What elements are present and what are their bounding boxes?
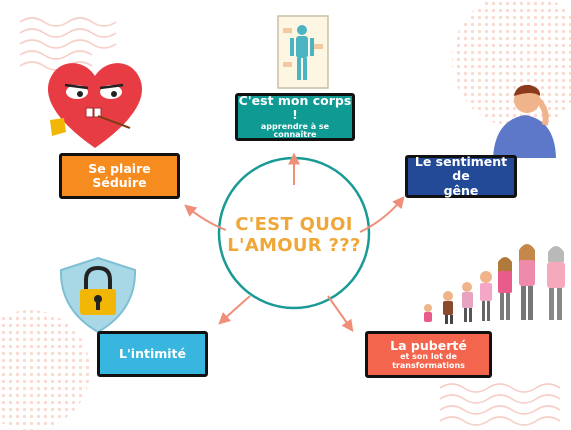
arrow-to-gene <box>359 196 405 233</box>
node-seduire-line2: Séduire <box>92 175 147 190</box>
node-seduire-line1: Se plaire <box>88 160 151 176</box>
center-title: C'EST QUOI L'AMOUR ??? <box>216 214 372 256</box>
dots-top-right <box>452 0 571 128</box>
node-puberte-sub2: transformations <box>392 360 465 370</box>
embarrassed-person-icon <box>493 84 556 158</box>
shield-lock-icon <box>59 256 137 334</box>
node-gene-line2: gêne <box>443 182 479 198</box>
node-puberte-sub1: et son lot de <box>400 351 457 361</box>
growth-people-icon <box>424 244 565 324</box>
node-puberte-title: La puberté <box>390 337 467 353</box>
node-intimite-title: L'intimité <box>119 345 186 361</box>
node-corps: C'est mon corps ! apprendre à se connaît… <box>235 93 355 141</box>
center-title-line2: L'AMOUR ??? <box>227 234 361 256</box>
node-corps-title: C'est mon corps ! <box>238 92 352 123</box>
arrow-to-puberte <box>327 295 354 332</box>
node-seduire: Se plaire Séduire <box>59 153 180 199</box>
center-title-line1: C'EST QUOI <box>235 214 353 235</box>
node-corps-sub2: connaître <box>273 130 317 140</box>
node-intimite: L'intimité <box>97 331 208 377</box>
node-corps-sub1: apprendre à se <box>260 121 330 131</box>
arrow-to-seduire <box>184 204 227 231</box>
arrow-to-intimite <box>218 295 251 325</box>
node-gene: Le sentiment de gêne <box>405 153 517 198</box>
heart-face-icon <box>47 63 143 149</box>
node-puberte: La puberté et son lot de transformations <box>365 331 492 378</box>
node-gene-line1: Le sentiment de <box>414 153 508 184</box>
body-chart-icon <box>277 15 329 89</box>
wave-lines-bottom-right <box>439 383 561 426</box>
dots-bottom-left <box>0 310 90 430</box>
